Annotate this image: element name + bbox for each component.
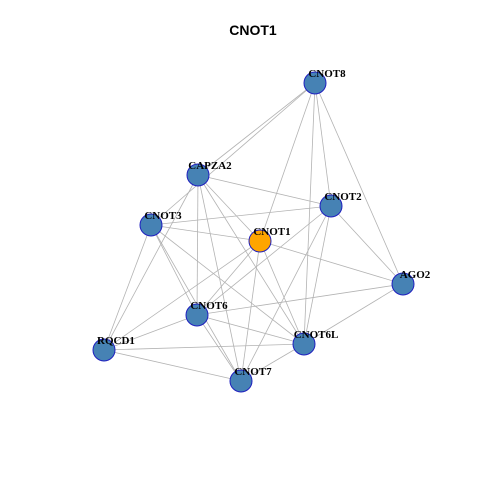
edge-cnot3-rqcd1 bbox=[103, 224, 152, 351]
node-label-cnot1: CNOT1 bbox=[253, 226, 290, 238]
node-label-ago2: AGO2 bbox=[400, 269, 431, 281]
edge-cnot3-cnot6 bbox=[150, 224, 198, 316]
edge-cnot6-cnot6l bbox=[196, 314, 305, 345]
edge-cnot3-cnot2 bbox=[150, 205, 332, 226]
edge-capza2-cnot2 bbox=[197, 174, 332, 207]
edge-cnot6-rqcd1 bbox=[103, 314, 198, 351]
edge-cnot1-ago2 bbox=[259, 240, 404, 285]
edge-cnot8-cnot1 bbox=[259, 82, 316, 242]
edge-cnot2-cnot7 bbox=[240, 205, 332, 382]
node-rqcd1 bbox=[92, 338, 116, 362]
node-cnot6l bbox=[292, 332, 316, 356]
edge-cnot8-capza2 bbox=[197, 82, 316, 176]
node-label-cnot6: CNOT6 bbox=[190, 300, 228, 312]
edge-cnot6-cnot7 bbox=[196, 314, 242, 382]
edge-cnot2-ago2 bbox=[330, 205, 404, 285]
node-label-cnot3: CNOT3 bbox=[144, 210, 182, 222]
node-cnot6 bbox=[185, 303, 209, 327]
node-layer bbox=[92, 71, 415, 393]
node-cnot2 bbox=[319, 194, 343, 218]
edge-cnot1-cnot6l bbox=[259, 240, 305, 345]
edge-cnot1-rqcd1 bbox=[103, 240, 261, 351]
edge-ago2-cnot6l bbox=[303, 283, 404, 345]
label-layer: CNOT8CAPZA2CNOT2CNOT3CNOT1AGO2CNOT6CNOT6… bbox=[97, 68, 431, 378]
edge-capza2-cnot1 bbox=[197, 174, 261, 242]
node-cnot7 bbox=[229, 369, 253, 393]
edge-cnot3-cnot1 bbox=[150, 224, 261, 242]
node-cnot3 bbox=[139, 213, 163, 237]
graph-title: CNOT1 bbox=[229, 22, 277, 38]
edge-rqcd1-cnot7 bbox=[103, 349, 242, 382]
edge-cnot1-cnot6 bbox=[196, 240, 261, 316]
edge-cnot1-cnot7 bbox=[240, 240, 261, 382]
edge-capza2-cnot6 bbox=[196, 174, 199, 316]
edge-cnot8-cnot3 bbox=[150, 82, 316, 226]
edge-cnot8-cnot6l bbox=[303, 82, 316, 345]
node-label-rqcd1: RQCD1 bbox=[97, 335, 135, 347]
node-label-cnot6l: CNOT6L bbox=[294, 329, 339, 341]
edge-ago2-cnot6 bbox=[196, 283, 404, 316]
node-capza2 bbox=[186, 163, 210, 187]
edge-capza2-cnot6l bbox=[197, 174, 305, 345]
node-cnot8 bbox=[303, 71, 327, 95]
node-ago2 bbox=[391, 272, 415, 296]
edge-cnot2-cnot6 bbox=[196, 205, 332, 316]
edge-cnot3-cnot6l bbox=[150, 224, 305, 345]
node-label-cnot7: CNOT7 bbox=[234, 366, 272, 378]
node-label-cnot8: CNOT8 bbox=[308, 68, 346, 80]
edge-capza2-rqcd1 bbox=[103, 174, 199, 351]
edge-cnot8-cnot2 bbox=[314, 82, 332, 207]
edge-cnot8-ago2 bbox=[314, 82, 404, 285]
edge-cnot3-cnot7 bbox=[150, 224, 242, 382]
node-cnot1 bbox=[248, 229, 272, 253]
node-label-capza2: CAPZA2 bbox=[188, 160, 232, 172]
edge-rqcd1-cnot6l bbox=[103, 343, 305, 351]
edge-cnot7-cnot6l bbox=[240, 343, 305, 382]
edge-layer bbox=[103, 82, 404, 382]
node-label-cnot2: CNOT2 bbox=[324, 191, 362, 203]
edge-cnot2-cnot6l bbox=[303, 205, 332, 345]
